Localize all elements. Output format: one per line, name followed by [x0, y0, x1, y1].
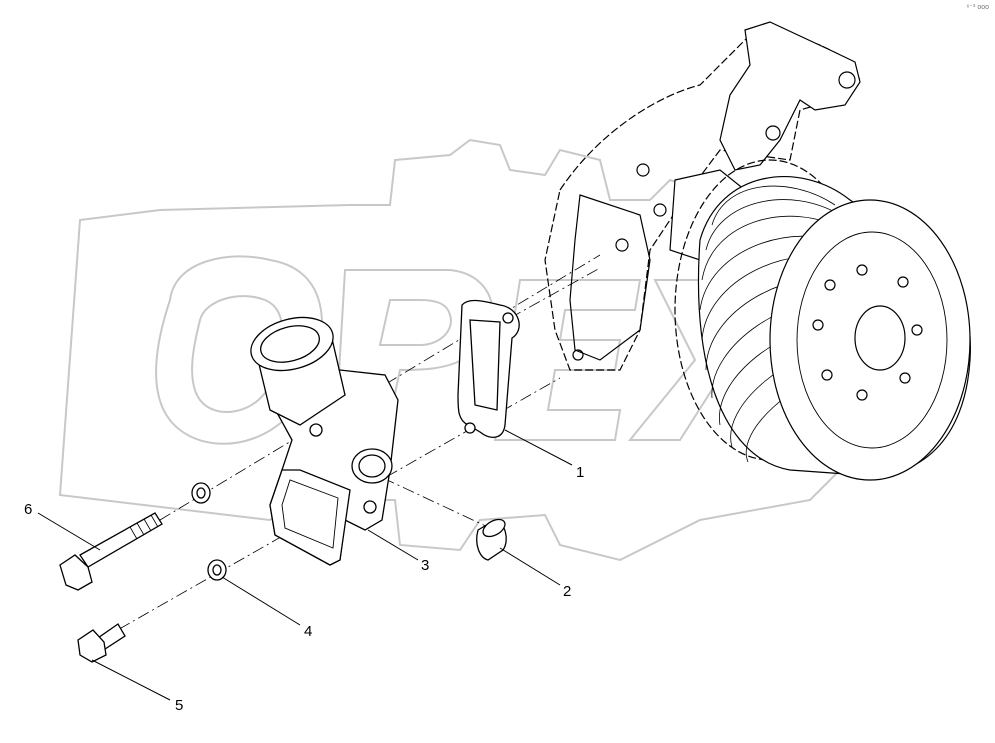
housing-bolt-hole — [653, 203, 667, 217]
bolt-short-part-5 — [77, 623, 126, 663]
axis-gasket-top — [509, 267, 601, 319]
pulley-bolt-hole — [812, 319, 824, 331]
housing-bolt-hole — [636, 163, 650, 177]
leader-6 — [37, 512, 101, 551]
callout-numbers: 1 2 3 4 5 6 — [24, 464, 584, 714]
housing-outlet-duct — [269, 469, 351, 566]
pulley-hub — [854, 305, 906, 371]
callout-5: 5 — [175, 697, 183, 714]
housing-inlet-inner — [260, 325, 320, 363]
callout-4: 4 — [304, 623, 312, 640]
axis-upper — [159, 254, 601, 521]
housing-bolt-hole — [363, 500, 377, 514]
outlet-housing-part-3 — [250, 316, 399, 566]
pulley-bolt-hole — [824, 279, 836, 291]
leader-1 — [504, 429, 573, 466]
corner-mark: ⁶⁻³ ooo — [966, 4, 989, 11]
callout-2: 2 — [563, 583, 571, 600]
callout-6: 6 — [24, 501, 32, 518]
pulley-bolt-hole — [897, 276, 909, 288]
gasket-part-1 — [457, 299, 520, 438]
washer-part-4 — [207, 559, 227, 581]
bolt-long-part-6 — [59, 512, 163, 591]
axis-middle — [382, 477, 491, 529]
leader-lines — [37, 429, 573, 701]
bolt-long-thread — [129, 514, 159, 540]
pulley-bolt-hole — [856, 389, 868, 401]
pulley — [674, 159, 971, 481]
water-pump-assembly — [544, 21, 861, 371]
washer-lower-inner — [212, 564, 222, 576]
bracket-bolt-hole — [838, 71, 856, 89]
leader-4 — [221, 576, 301, 626]
housing-side-port-inner — [358, 454, 386, 478]
leader-5 — [91, 659, 171, 701]
sleeve-part-2 — [476, 518, 507, 561]
callout-1: 1 — [576, 464, 584, 481]
gasket-opening — [469, 319, 501, 411]
bolt-long-head — [59, 554, 93, 591]
bracket-bolt-hole — [765, 125, 781, 141]
watermark-letter-e — [493, 279, 642, 441]
pulley-bolt-hole — [856, 264, 868, 276]
pulley-bolt-hole — [821, 369, 833, 381]
leader-2 — [499, 547, 561, 586]
gasket-outline — [457, 299, 520, 438]
leader-3 — [367, 529, 419, 561]
pump-mount-bracket — [719, 21, 861, 171]
washer-upper-inner — [196, 487, 206, 499]
housing-duct-inner — [281, 479, 339, 549]
bolt-short-head — [77, 629, 107, 663]
gasket-bolt-hole — [464, 422, 476, 434]
callout-3: 3 — [421, 557, 429, 574]
washer-upper — [191, 482, 211, 504]
pump-housing-flange — [569, 194, 651, 361]
pulley-bolt-hole — [911, 324, 923, 336]
pulley-inner-ring — [796, 231, 948, 449]
housing-bolt-hole — [309, 423, 323, 437]
sleeve-end — [482, 518, 506, 538]
bolt-long-shank — [79, 512, 163, 568]
gasket-bolt-hole — [502, 312, 514, 324]
pulley-bolt-hole — [899, 372, 911, 384]
housing-bolt-hole — [615, 238, 629, 252]
